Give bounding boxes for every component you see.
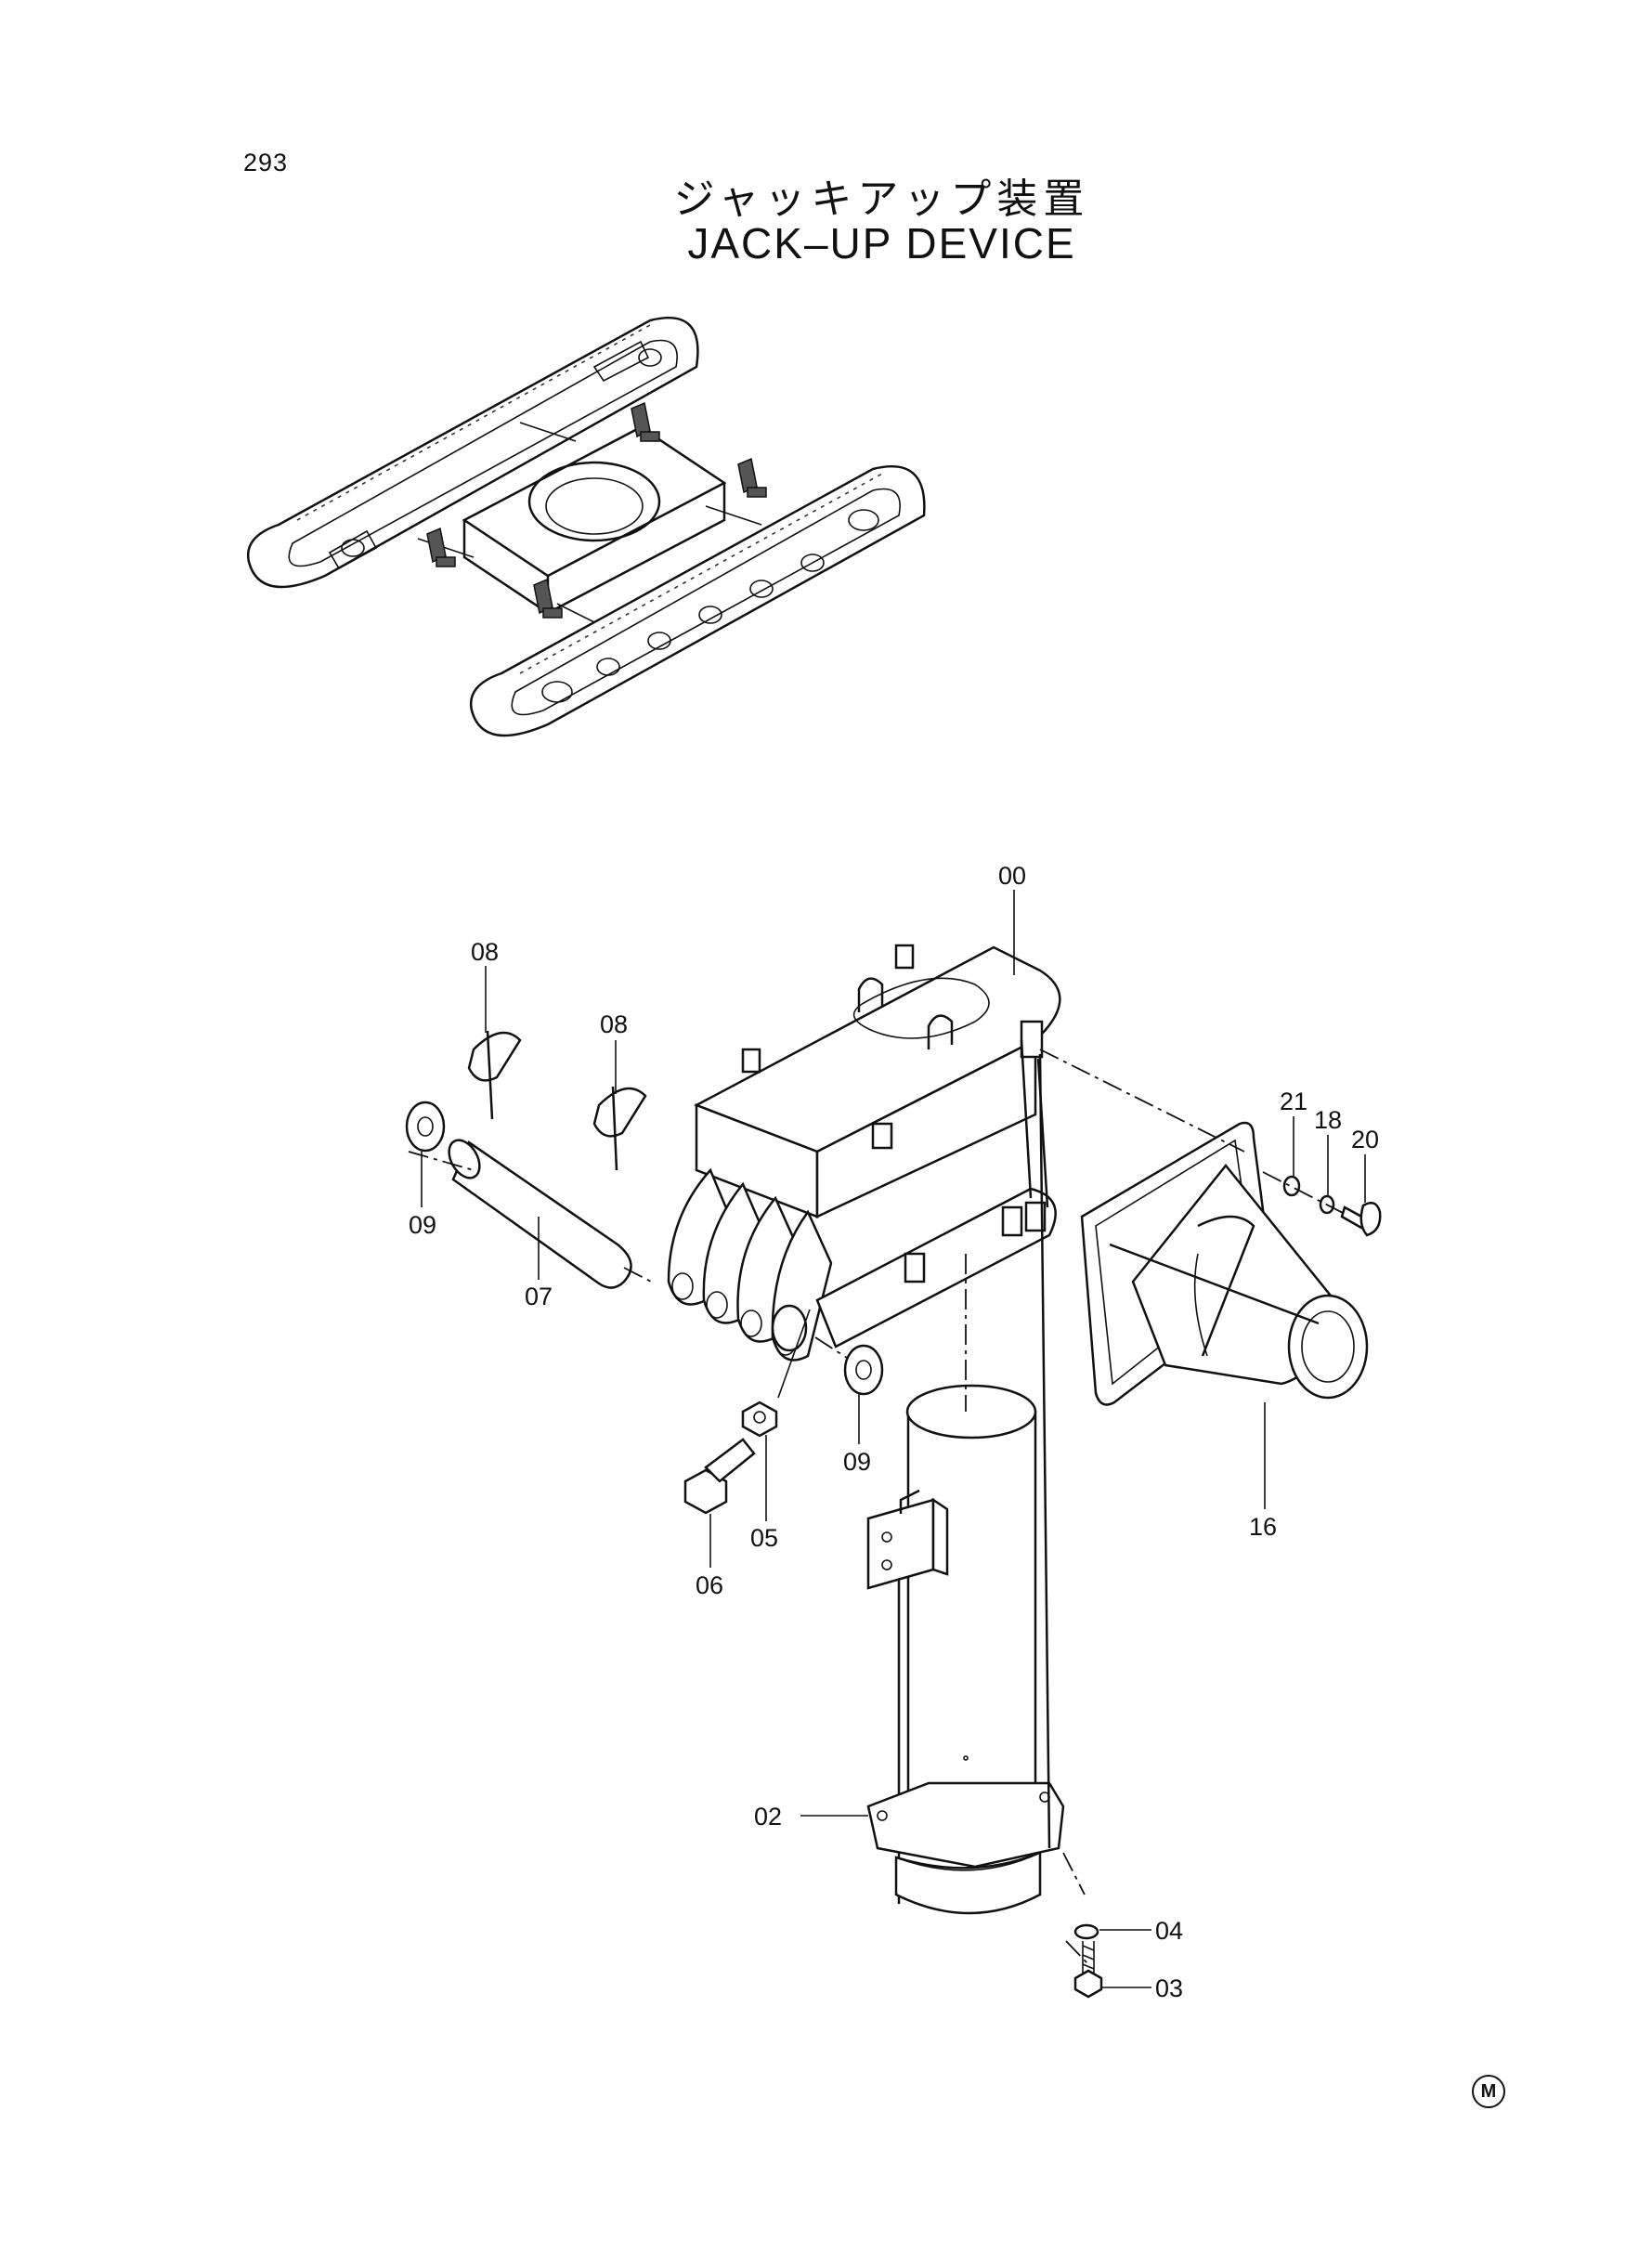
callout-05: 05 (750, 1524, 778, 1552)
callout-00: 00 (998, 862, 1026, 890)
jack-cylinder-02 (866, 1053, 1065, 1915)
bolt-03 (1073, 1941, 1103, 1999)
callout-20: 20 (1351, 1126, 1379, 1153)
washer-side (771, 1304, 808, 1352)
washer-09-left (405, 1101, 446, 1153)
lock-pin-08-right (592, 1086, 647, 1171)
callout-08-left: 08 (471, 938, 499, 966)
callout-06: 06 (696, 1571, 723, 1599)
washer-21 (1282, 1175, 1301, 1197)
cover-16 (1080, 1121, 1369, 1406)
callout-07: 07 (525, 1283, 553, 1310)
washer-09-right (843, 1344, 884, 1396)
callout-16: 16 (1249, 1513, 1277, 1541)
bracket-assembly (667, 944, 1061, 1362)
nut-05 (741, 1401, 778, 1438)
wing-bolt-20 (1340, 1201, 1382, 1237)
callout-04: 04 (1155, 1917, 1183, 1945)
corner-m-mark: M (1472, 2075, 1505, 2108)
callout-21: 21 (1280, 1088, 1307, 1115)
callout-leaders (421, 890, 1366, 1988)
lock-pin-08-left (467, 1030, 522, 1120)
page-number: 293 (243, 149, 289, 176)
title-japanese: ジャッキアップ装置 (673, 176, 1090, 223)
callout-labels: 00 08 08 09 07 09 05 06 16 21 18 20 02 0… (409, 862, 1379, 2002)
callout-18: 18 (1314, 1106, 1342, 1134)
bolt-06 (683, 1438, 756, 1515)
callout-08-right: 08 (600, 1010, 628, 1038)
undercarriage-overview-illustration (246, 316, 926, 737)
title-english: JACK–UP DEVICE (687, 219, 1076, 267)
callout-09-right: 09 (843, 1448, 871, 1476)
pin-07 (448, 1139, 632, 1289)
washer-04 (1073, 1923, 1099, 1940)
jack-up-device-exploded-assembly (405, 944, 1382, 1999)
callout-02: 02 (754, 1803, 782, 1831)
callout-03: 03 (1155, 1974, 1183, 2002)
callout-09-left: 09 (409, 1211, 436, 1239)
